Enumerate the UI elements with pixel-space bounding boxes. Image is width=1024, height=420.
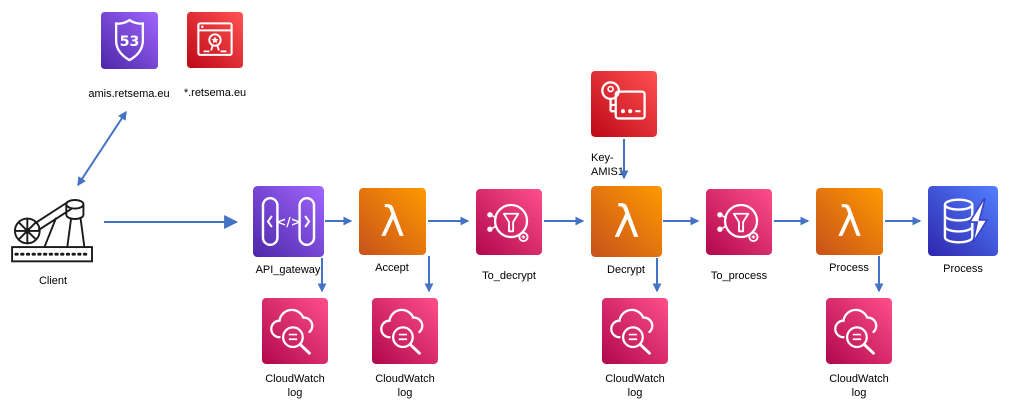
- kms-key-label: Key- AMIS1: [591, 152, 625, 179]
- decrypt-label: Decrypt: [607, 264, 645, 276]
- cloudwatch-logs-icon: [262, 298, 328, 364]
- route53-number-glyph: 53: [119, 34, 139, 50]
- decrypt-lambda-node: λ Decrypt: [588, 186, 664, 277]
- process-database-label: Process: [943, 263, 983, 275]
- lambda-icon: λ: [815, 188, 883, 255]
- lambda-glyph: λ: [613, 197, 639, 248]
- cloudwatch-logs-icon: [826, 298, 892, 364]
- process-lambda-node: λ Process: [812, 188, 886, 275]
- kms-key-icon: [591, 71, 657, 137]
- cloudwatch-logs-icon: [372, 298, 438, 364]
- certificate-icon: [187, 12, 243, 68]
- api-gateway-icon: </>: [252, 186, 324, 257]
- cloudwatch-log-label: CloudWatch log: [605, 373, 665, 400]
- edge-client-route53: [77, 110, 127, 187]
- route53-node: 53 amis.retsema.eu: [70, 12, 188, 101]
- database-icon: [928, 186, 998, 256]
- lambda-icon: λ: [358, 188, 426, 255]
- to-decrypt-topic-node: To_decrypt: [472, 189, 546, 283]
- cloudwatch-log-node: CloudWatch log: [822, 298, 896, 401]
- cloudwatch-log-label: CloudWatch log: [375, 373, 435, 400]
- to-decrypt-label: To_decrypt: [482, 270, 536, 282]
- cloudwatch-log-node: CloudWatch log: [368, 298, 442, 401]
- cloudwatch-log-node: CloudWatch log: [598, 298, 672, 401]
- cloudwatch-log-label: CloudWatch log: [829, 373, 889, 400]
- route53-label: amis.retsema.eu: [88, 88, 170, 100]
- to-process-topic-node: To_process: [702, 189, 776, 283]
- sns-topic-icon: [476, 189, 542, 255]
- certificate-node: *.retsema.eu: [156, 12, 274, 100]
- code-brackets-glyph: </>: [276, 215, 301, 229]
- accept-label: Accept: [375, 262, 409, 274]
- cloudwatch-log-node: CloudWatch log: [258, 298, 332, 401]
- lambda-glyph: λ: [837, 197, 862, 246]
- process-database-node: Process: [926, 186, 1000, 276]
- client-label: Client: [38, 275, 68, 287]
- sns-topic-icon: [706, 189, 772, 255]
- kms-key-node: Key- AMIS1: [591, 71, 661, 180]
- api-gateway-label: API_gateway: [255, 264, 321, 276]
- process-lambda-label: Process: [829, 262, 869, 274]
- accept-lambda-node: λ Accept: [356, 188, 428, 275]
- to-process-label: To_process: [710, 270, 768, 282]
- api-gateway-node: </> API_gateway: [248, 186, 328, 277]
- client-icon: [9, 190, 97, 268]
- client-node: Client: [6, 190, 100, 288]
- lambda-icon: λ: [590, 186, 662, 257]
- lambda-glyph: λ: [380, 197, 405, 246]
- certificate-label: *.retsema.eu: [183, 87, 247, 99]
- cloudwatch-logs-icon: [602, 298, 668, 364]
- cloudwatch-log-label: CloudWatch log: [265, 373, 325, 400]
- route53-icon: 53: [100, 12, 158, 69]
